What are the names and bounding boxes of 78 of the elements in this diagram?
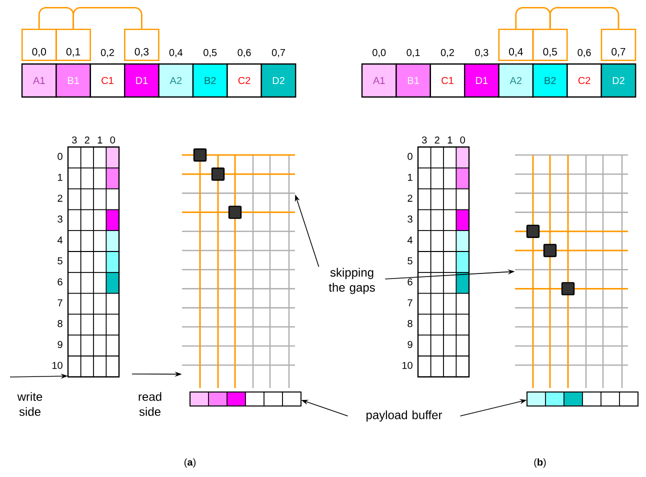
data-cell: B2: [532, 63, 568, 98]
row-number: 4: [407, 236, 412, 244]
edge-label: write side: [17, 392, 42, 416]
payload-buffer: [190, 392, 302, 406]
edge-label: read side: [138, 392, 162, 416]
data-cell: D1: [124, 63, 160, 98]
memory-grid: [67, 146, 120, 378]
connector-arc: [38, 7, 74, 29]
data-cell: C2: [566, 63, 602, 98]
index-label: 0,6: [238, 49, 251, 58]
data-cell: C1: [90, 63, 126, 98]
index-box: 0,0: [21, 28, 57, 61]
data-cell: A2: [158, 63, 194, 98]
crossbar-drawing: [182, 148, 295, 388]
row-number: 7: [58, 299, 62, 306]
column-number: 3: [422, 136, 427, 144]
row-number: 10: [52, 362, 62, 369]
index-label: 0,6: [578, 49, 591, 58]
row-number: 4: [57, 236, 63, 244]
index-box: 0,4: [498, 28, 534, 61]
index-label: 0,1: [406, 49, 420, 58]
row-number: 2: [408, 194, 412, 202]
row-number: 5: [408, 257, 412, 264]
connector-arc: [515, 7, 551, 29]
data-cell: A2: [498, 63, 534, 98]
index-box: 0,1: [56, 28, 91, 61]
row-number: 3: [58, 216, 62, 223]
row-number: 0: [408, 152, 412, 160]
data-cell: C1: [430, 63, 466, 98]
index-box: 0,3: [124, 28, 160, 61]
data-cell: B1: [396, 63, 431, 98]
row-number: 5: [58, 257, 62, 264]
data-cell: B2: [192, 63, 228, 98]
column-number: 3: [72, 136, 77, 144]
row-number: 8: [408, 320, 412, 328]
index-box: 0,7: [600, 28, 636, 61]
row-number: 10: [402, 362, 412, 369]
data-cell: D2: [600, 63, 636, 98]
column-number: 1: [448, 136, 452, 144]
row-number: 1: [58, 174, 62, 181]
data-cell: A1: [361, 63, 397, 98]
caption: (a): [184, 458, 196, 468]
data-cell: A1: [21, 63, 57, 98]
data-cell: D2: [260, 63, 296, 98]
note-text: skipping the gaps: [328, 268, 375, 294]
connector-arc: [549, 7, 620, 29]
row-number: 9: [408, 340, 412, 348]
index-label: 0,0: [372, 49, 386, 58]
column-number: 2: [84, 136, 90, 144]
crossbar-drawing: [515, 154, 628, 388]
index-label: 0,4: [169, 49, 183, 58]
note-text: payload buffer: [366, 410, 442, 422]
data-cell: D1: [464, 63, 500, 98]
index-box: 0,5: [532, 28, 568, 61]
row-number: 6: [58, 278, 62, 286]
row-number: 6: [408, 278, 412, 286]
column-number: 1: [98, 136, 102, 144]
index-label: 0,2: [100, 49, 114, 58]
connector-arc: [72, 7, 142, 29]
index-label: 0,5: [204, 49, 217, 58]
caption: (b): [534, 458, 546, 468]
data-cell: B1: [56, 63, 91, 98]
row-number: 3: [408, 216, 412, 223]
payload-buffer: [526, 392, 638, 406]
column-number: 0: [110, 136, 115, 144]
index-label: 0,7: [272, 49, 285, 58]
index-label: 0,2: [440, 49, 454, 58]
column-number: 2: [434, 136, 440, 144]
column-number: 0: [460, 136, 465, 144]
row-number: 7: [408, 299, 412, 306]
row-number: 2: [58, 194, 62, 202]
index-label: 0,3: [475, 49, 488, 58]
row-number: 8: [58, 320, 62, 328]
row-number: 9: [58, 340, 62, 348]
row-number: 1: [408, 174, 412, 181]
row-number: 0: [58, 152, 62, 160]
data-cell: C2: [226, 63, 262, 98]
memory-grid: [417, 146, 470, 378]
